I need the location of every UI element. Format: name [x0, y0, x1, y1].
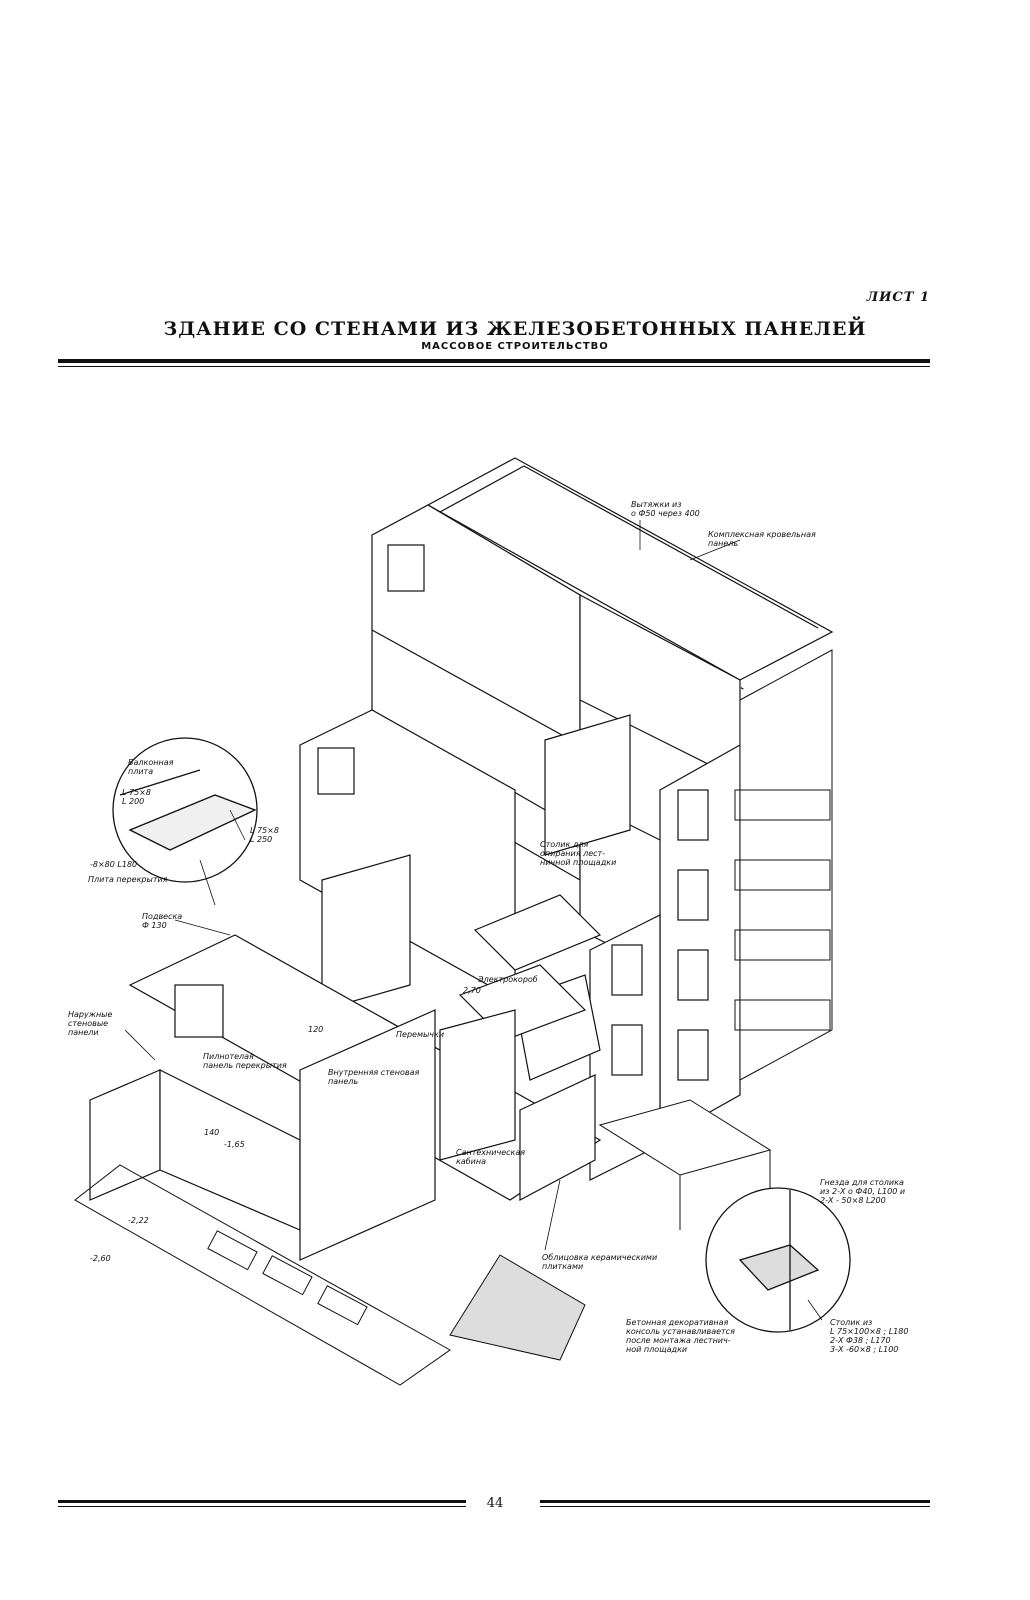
detail-balcony-circle — [112, 737, 258, 883]
page-title: ЗДАНИЕ СО СТЕНАМИ ИЗ ЖЕЛЕЗОБЕТОННЫХ ПАНЕ… — [163, 318, 867, 340]
detail-column-circle — [705, 1187, 851, 1333]
footer-rule-right-thin — [540, 1506, 930, 1507]
middle-block — [299, 709, 631, 1011]
label-roof-panel: Комплексная кровельная панель — [708, 530, 816, 548]
label-floor-panel: Пилнотелая панель перекрытия — [203, 1052, 287, 1070]
foundation-blocks — [74, 1164, 451, 1386]
page-number: 44 — [486, 1496, 504, 1511]
header-rule-thick — [58, 359, 930, 363]
leader-lines — [124, 520, 823, 1321]
label-socket: Гнезда для столика из 2-Х о Ф40, L100 и … — [820, 1178, 906, 1205]
label-inner-wall: Внутренняя стеновая панель — [328, 1068, 420, 1086]
label-electro: Электрокороб — [478, 975, 538, 984]
footer-rule-left-thin — [58, 1506, 466, 1507]
level-l3: -2,60 — [90, 1254, 111, 1263]
label-angle-1: L 75×8 L 200 — [122, 788, 151, 806]
dim-d2: 120 — [308, 1025, 324, 1034]
footer-rule-right — [540, 1500, 930, 1503]
footer-rule-left — [58, 1500, 466, 1503]
label-hanger: Подвеска Ф 130 — [142, 912, 183, 930]
label-strip: -8×80 L180 — [90, 860, 138, 869]
label-outer-wall: Наружные стеновые панели — [68, 1010, 113, 1037]
label-floor-slab: Плита перекрытия — [88, 875, 168, 884]
label-vent: Вытяжки из о Ф50 через 400 — [631, 500, 700, 518]
label-angle-2: L 75×8 L 250 — [250, 826, 279, 844]
ground-floor — [89, 934, 602, 1261]
label-lintel: Перемычки — [396, 1030, 445, 1039]
label-tiles: Облицовка керамическими плитками — [542, 1253, 658, 1271]
label-column-detail: Столик из L 75×100×8 ; L180 2-Х Ф38 ; L1… — [830, 1318, 909, 1354]
header-rule-thin — [58, 366, 930, 367]
level-l1: -1,65 — [224, 1140, 245, 1149]
sheet-label: ЛИСТ 1 — [866, 290, 930, 305]
page-subtitle: МАССОВОЕ СТРОИТЕЛЬСТВО — [421, 341, 609, 352]
label-balcony-slab: Балконная плита — [128, 758, 174, 776]
label-column: Столик для опирания лест- ничной площадк… — [540, 840, 617, 867]
level-l2: -2,22 — [128, 1216, 149, 1225]
entrance-canopy — [449, 1099, 772, 1361]
dim-d1: 140 — [204, 1128, 220, 1137]
label-sanitary: Сантехническая кабина — [456, 1148, 526, 1166]
balconies — [734, 649, 833, 1081]
label-console: Бетонная декоративная консоль устанавлив… — [626, 1318, 735, 1354]
dim-d3: 2,70 — [463, 986, 481, 995]
